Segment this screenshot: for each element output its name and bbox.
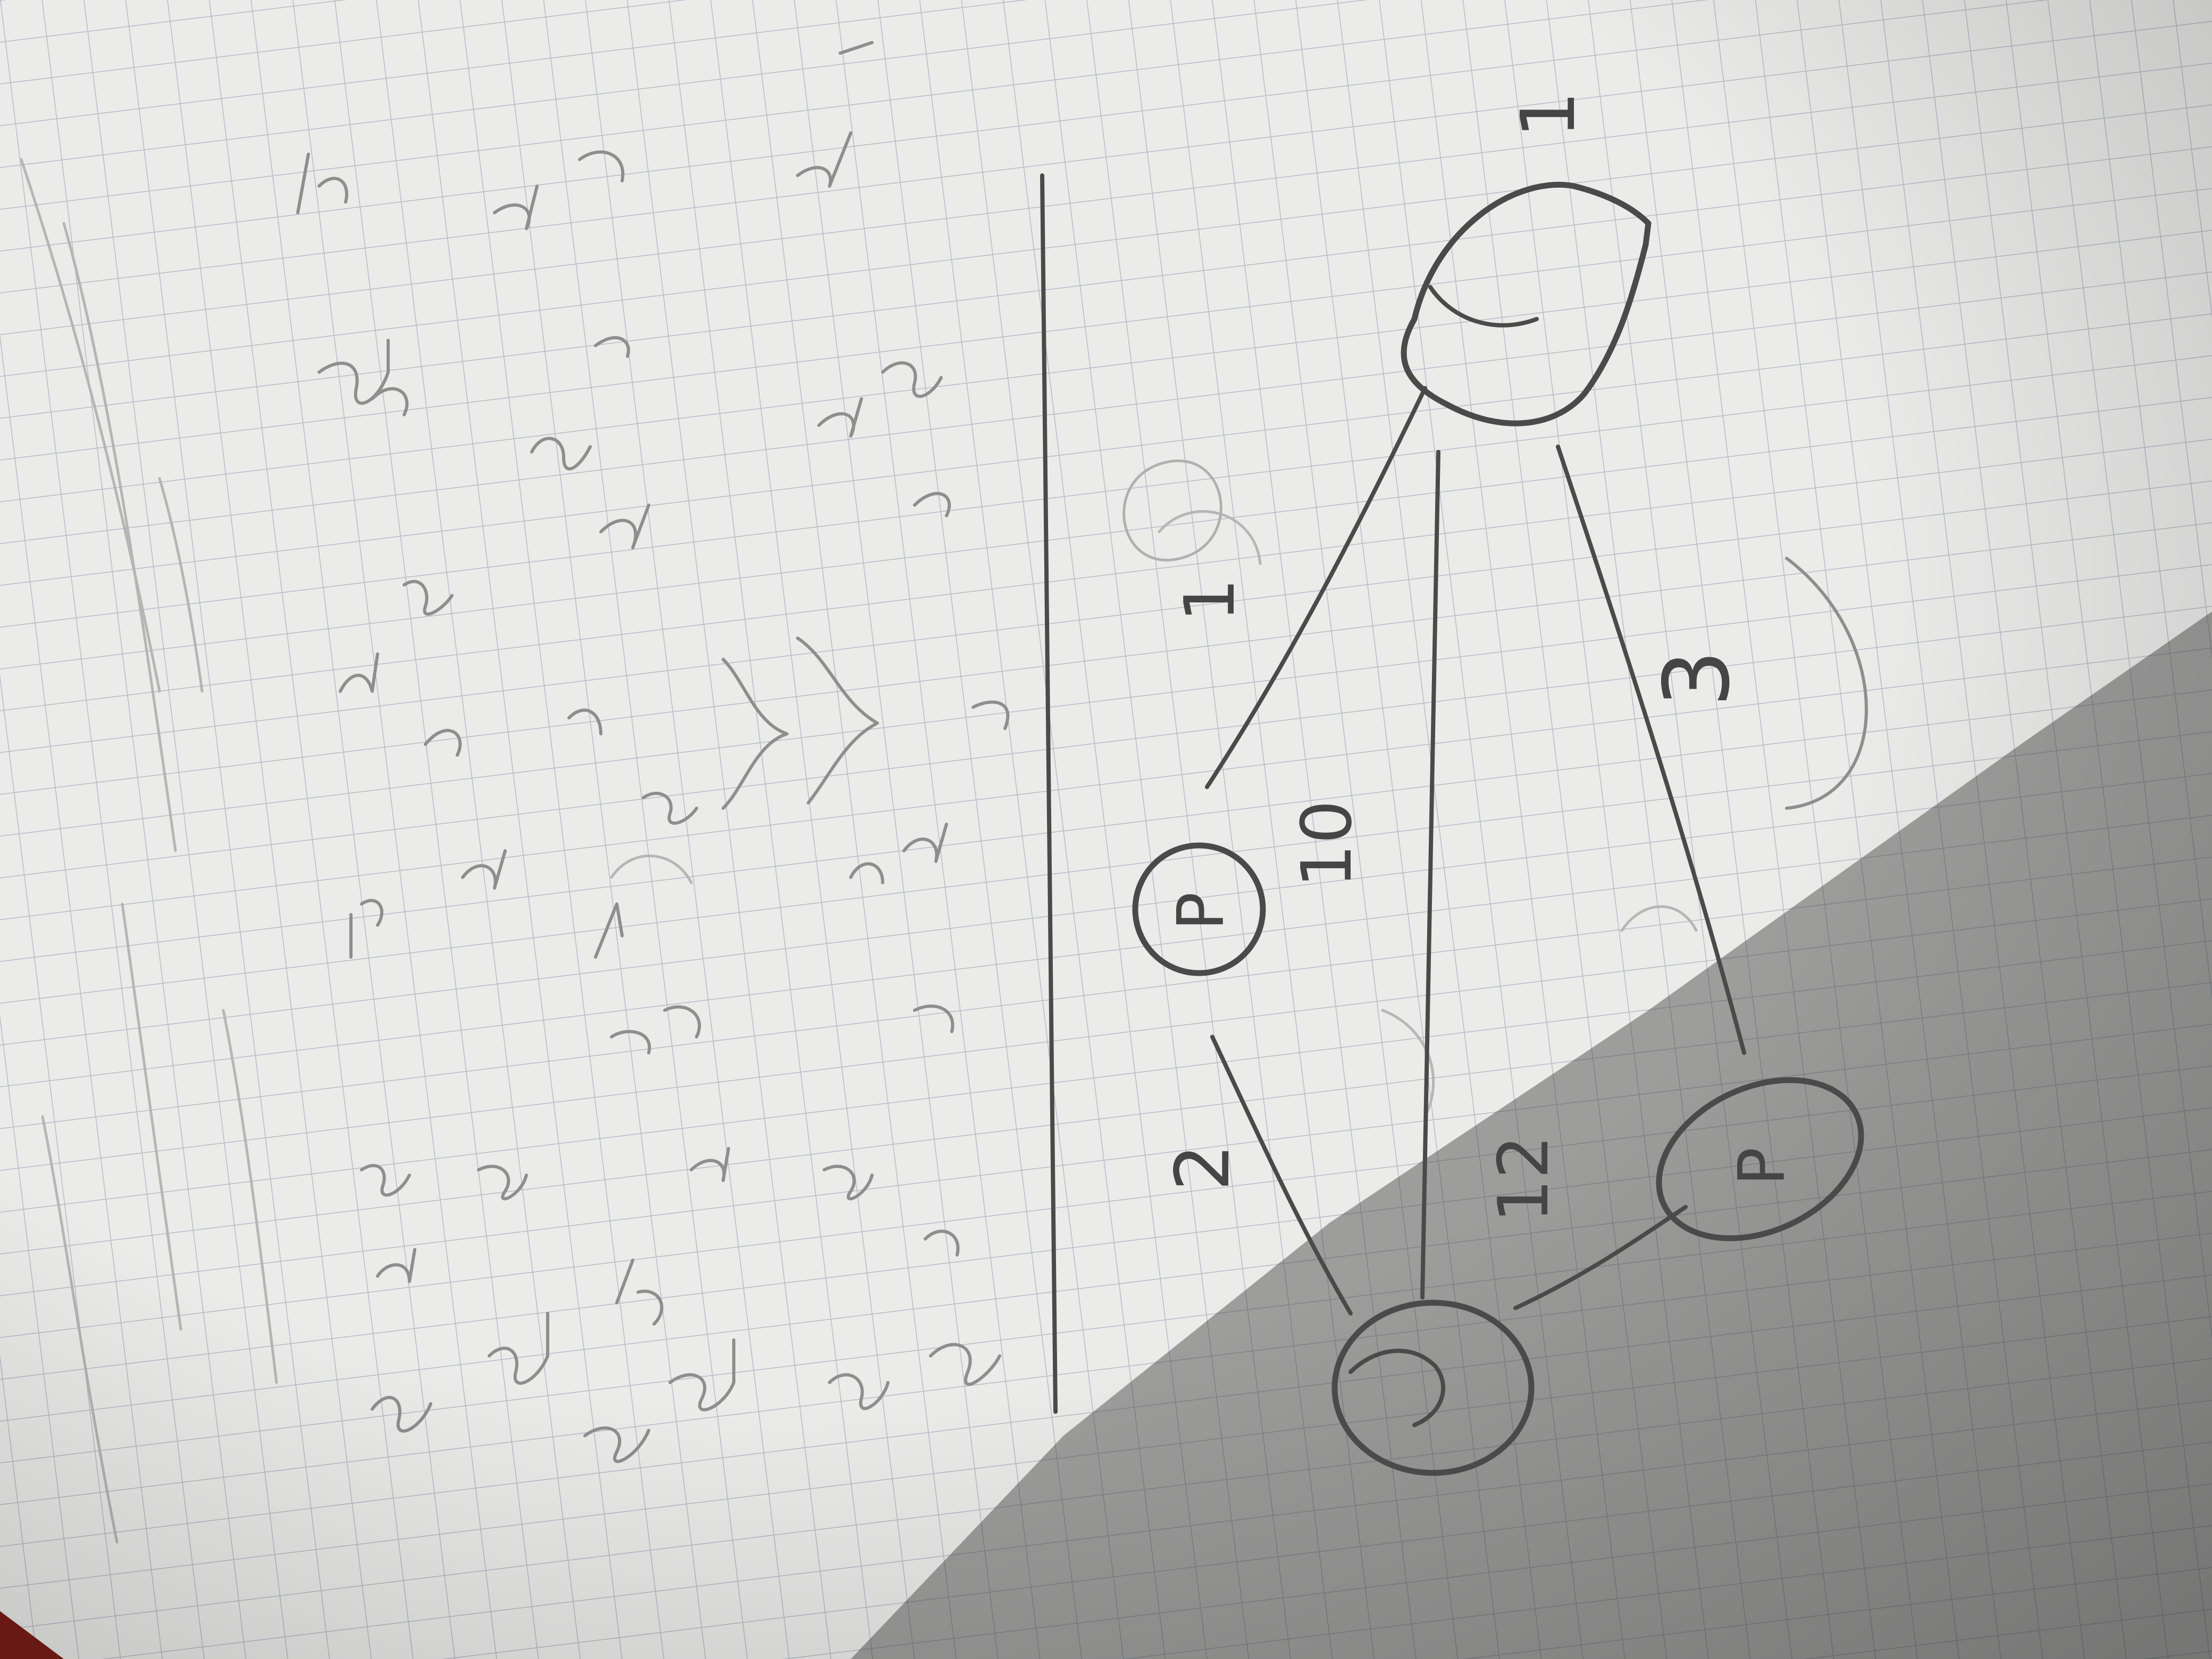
edge-top-right (1556, 445, 1746, 1055)
node-left-label: P (1164, 892, 1238, 931)
node-bottom (1331, 1300, 1535, 1476)
edge-annotation-arc (1785, 557, 1868, 810)
node-bottom-mark (1348, 1348, 1446, 1427)
node-left (1132, 842, 1266, 976)
node-top (1401, 181, 1652, 426)
edge-top-left (1205, 386, 1427, 789)
edge-label-top-side: 1 (1505, 91, 1592, 138)
node-right (1656, 1077, 1864, 1242)
faint-node-circle (1122, 459, 1222, 562)
edge-label-top-left: 1 (1169, 578, 1250, 622)
node-top-inner-mark (1428, 285, 1539, 328)
edge-bottom-right (1513, 1205, 1688, 1310)
node-right-label: P (1725, 1147, 1799, 1186)
edge-label-top-bottom: 10 (1286, 800, 1367, 888)
edge-label-left-bottom: 2 (1160, 1144, 1246, 1191)
edge-left-bottom (1210, 1035, 1353, 1316)
edge-label-top-right: 3 (1645, 650, 1750, 707)
graph-drawing: P P 1 10 3 2 12 1 (1122, 91, 1868, 1476)
edge-label-bottom-right: 12 (1483, 1135, 1564, 1223)
edge-top-bottom (1420, 450, 1440, 1300)
